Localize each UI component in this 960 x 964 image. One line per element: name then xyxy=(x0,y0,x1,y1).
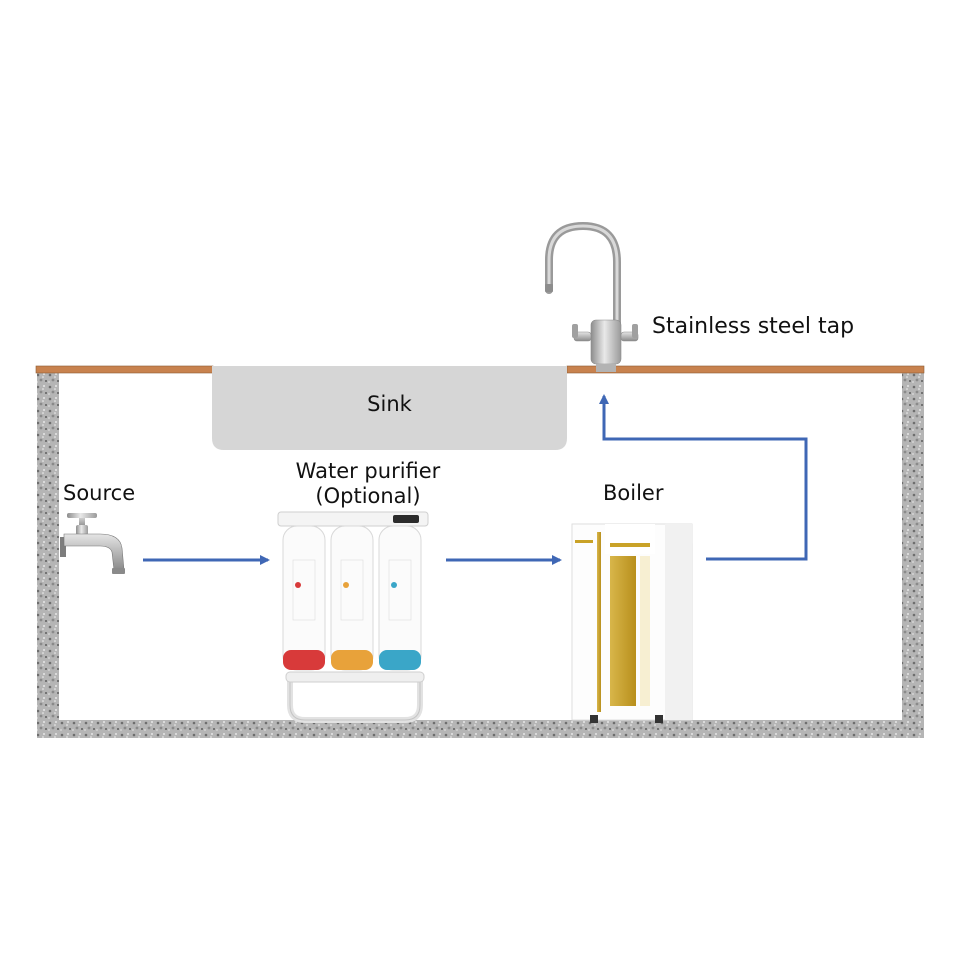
water-purifier-label: Water purifier (Optional) xyxy=(258,459,478,509)
cabinet-structure xyxy=(37,372,924,738)
right-wall xyxy=(902,372,924,738)
gooseneck-tap-icon xyxy=(545,221,639,372)
tap-label: Stainless steel tap xyxy=(652,314,855,339)
arrow-boiler-to-tap xyxy=(599,394,808,561)
three-stage-filter-icon xyxy=(277,511,429,723)
flow-arrows xyxy=(143,394,808,565)
water-purifier-label-line1: Water purifier xyxy=(295,459,441,483)
wall-faucet-icon xyxy=(60,513,125,574)
boiler-label: Boiler xyxy=(603,481,664,505)
boiler-unit-icon xyxy=(571,523,693,723)
filter-cartridge xyxy=(330,525,374,671)
cabinet-floor xyxy=(37,720,924,738)
filter-cartridge xyxy=(378,525,422,671)
sink-basin-icon xyxy=(212,366,567,450)
filter-cartridge xyxy=(282,525,326,671)
water-purifier-label-line2: (Optional) xyxy=(315,484,421,508)
sink-label: Sink xyxy=(367,392,412,416)
source-label: Source xyxy=(63,481,136,505)
left-wall xyxy=(37,372,59,738)
